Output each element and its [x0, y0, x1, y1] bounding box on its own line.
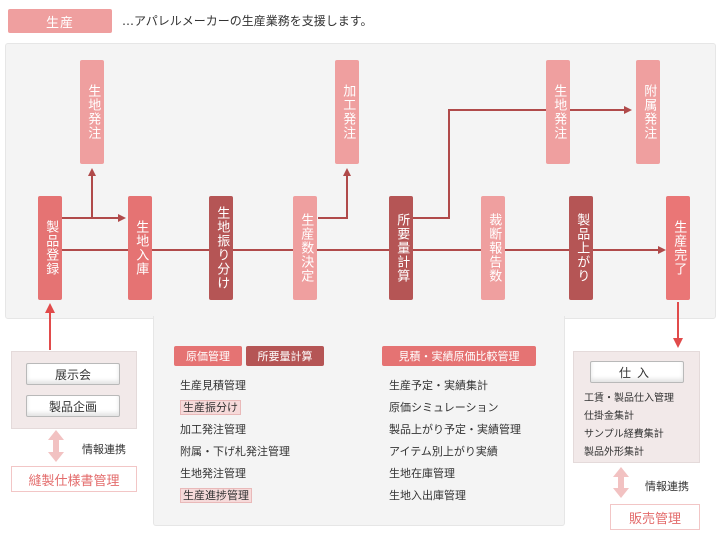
- function-item[interactable]: 生産進捗管理: [180, 486, 290, 508]
- left-function-list: 生産見積管理 生産振分け 加工発注管理 附属・下げ札発注管理 生地発注管理 生産…: [180, 376, 290, 508]
- right-function-list: 生産予定・実績集計 原価シミュレーション 製品上がり予定・実績管理 アイテム別上…: [389, 376, 521, 508]
- box-fabric-order-1[interactable]: 生地発注: [80, 60, 104, 164]
- sewing-spec-link[interactable]: 縫製仕様書管理: [11, 466, 137, 492]
- right-info-link-label: 情報連携: [645, 480, 689, 493]
- function-item[interactable]: 生産見積管理: [180, 379, 246, 392]
- box-fabric-order-2[interactable]: 生地発注: [546, 60, 570, 164]
- tag-requirements-calc[interactable]: 所要量計算: [246, 346, 324, 366]
- purchase-item[interactable]: 仕掛金集計: [584, 411, 634, 422]
- function-item[interactable]: 原価シミュレーション: [389, 401, 499, 414]
- box-accessory-order[interactable]: 附属発注: [636, 60, 660, 164]
- purchase-item-list: 工賃・製品仕入管理 仕掛金集計 サンプル経費集計 製品外形集計: [584, 390, 674, 462]
- right-sync-arrow: [613, 467, 629, 498]
- purchase-item[interactable]: 製品外形集計: [584, 447, 644, 458]
- function-item[interactable]: 生地入出庫管理: [389, 489, 466, 502]
- function-item[interactable]: 生地発注管理: [180, 467, 246, 480]
- purchase-box: 仕入 工賃・製品仕入管理 仕掛金集計 サンプル経費集計 製品外形集計: [573, 351, 700, 463]
- function-item[interactable]: 製品上がり予定・実績管理: [389, 423, 521, 436]
- purchase-button[interactable]: 仕入: [590, 361, 684, 383]
- box-cutting-report[interactable]: 裁断報告数: [481, 196, 505, 300]
- function-item[interactable]: 加工発注管理: [180, 423, 246, 436]
- function-item[interactable]: 生産振分け: [180, 398, 290, 420]
- planning-box: 展示会 製品企画: [11, 351, 137, 429]
- purchase-item[interactable]: サンプル経費集計: [584, 429, 664, 440]
- box-fabric-allocation[interactable]: 生地振り分け: [209, 196, 233, 300]
- box-product-registration[interactable]: 製品登録: [38, 196, 62, 300]
- tag-cost-management[interactable]: 原価管理: [174, 346, 242, 366]
- function-item[interactable]: 生地在庫管理: [389, 467, 455, 480]
- left-sync-arrow: [48, 430, 64, 462]
- box-requirements-calc[interactable]: 所要量計算: [389, 196, 413, 300]
- to-accessory-order: [413, 106, 632, 219]
- product-planning-button[interactable]: 製品企画: [26, 395, 120, 417]
- section-description: …アパレルメーカーの生産業務を支援します。: [122, 14, 373, 28]
- section-badge: 生産: [8, 9, 112, 33]
- purchase-item[interactable]: 工賃・製品仕入管理: [584, 393, 674, 404]
- function-item[interactable]: アイテム別上がり実績: [389, 445, 498, 458]
- left-info-link-label: 情報連携: [82, 443, 126, 456]
- box-product-finish[interactable]: 製品上がり: [569, 196, 593, 300]
- box-production-qty[interactable]: 生産数決定: [293, 196, 317, 300]
- box-processing-order[interactable]: 加工発注: [335, 60, 359, 164]
- box-fabric-receiving[interactable]: 生地入庫: [128, 196, 152, 300]
- exhibition-button[interactable]: 展示会: [26, 363, 120, 385]
- function-item[interactable]: 附属・下げ札発注管理: [180, 445, 290, 458]
- to-processing-order: [318, 168, 351, 219]
- function-item[interactable]: 生産予定・実績集計: [389, 379, 488, 392]
- box-production-complete[interactable]: 生産完了: [666, 196, 690, 300]
- sales-management-link[interactable]: 販売管理: [610, 504, 700, 530]
- tag-cost-compare[interactable]: 見積・実績原価比較管理: [382, 346, 536, 366]
